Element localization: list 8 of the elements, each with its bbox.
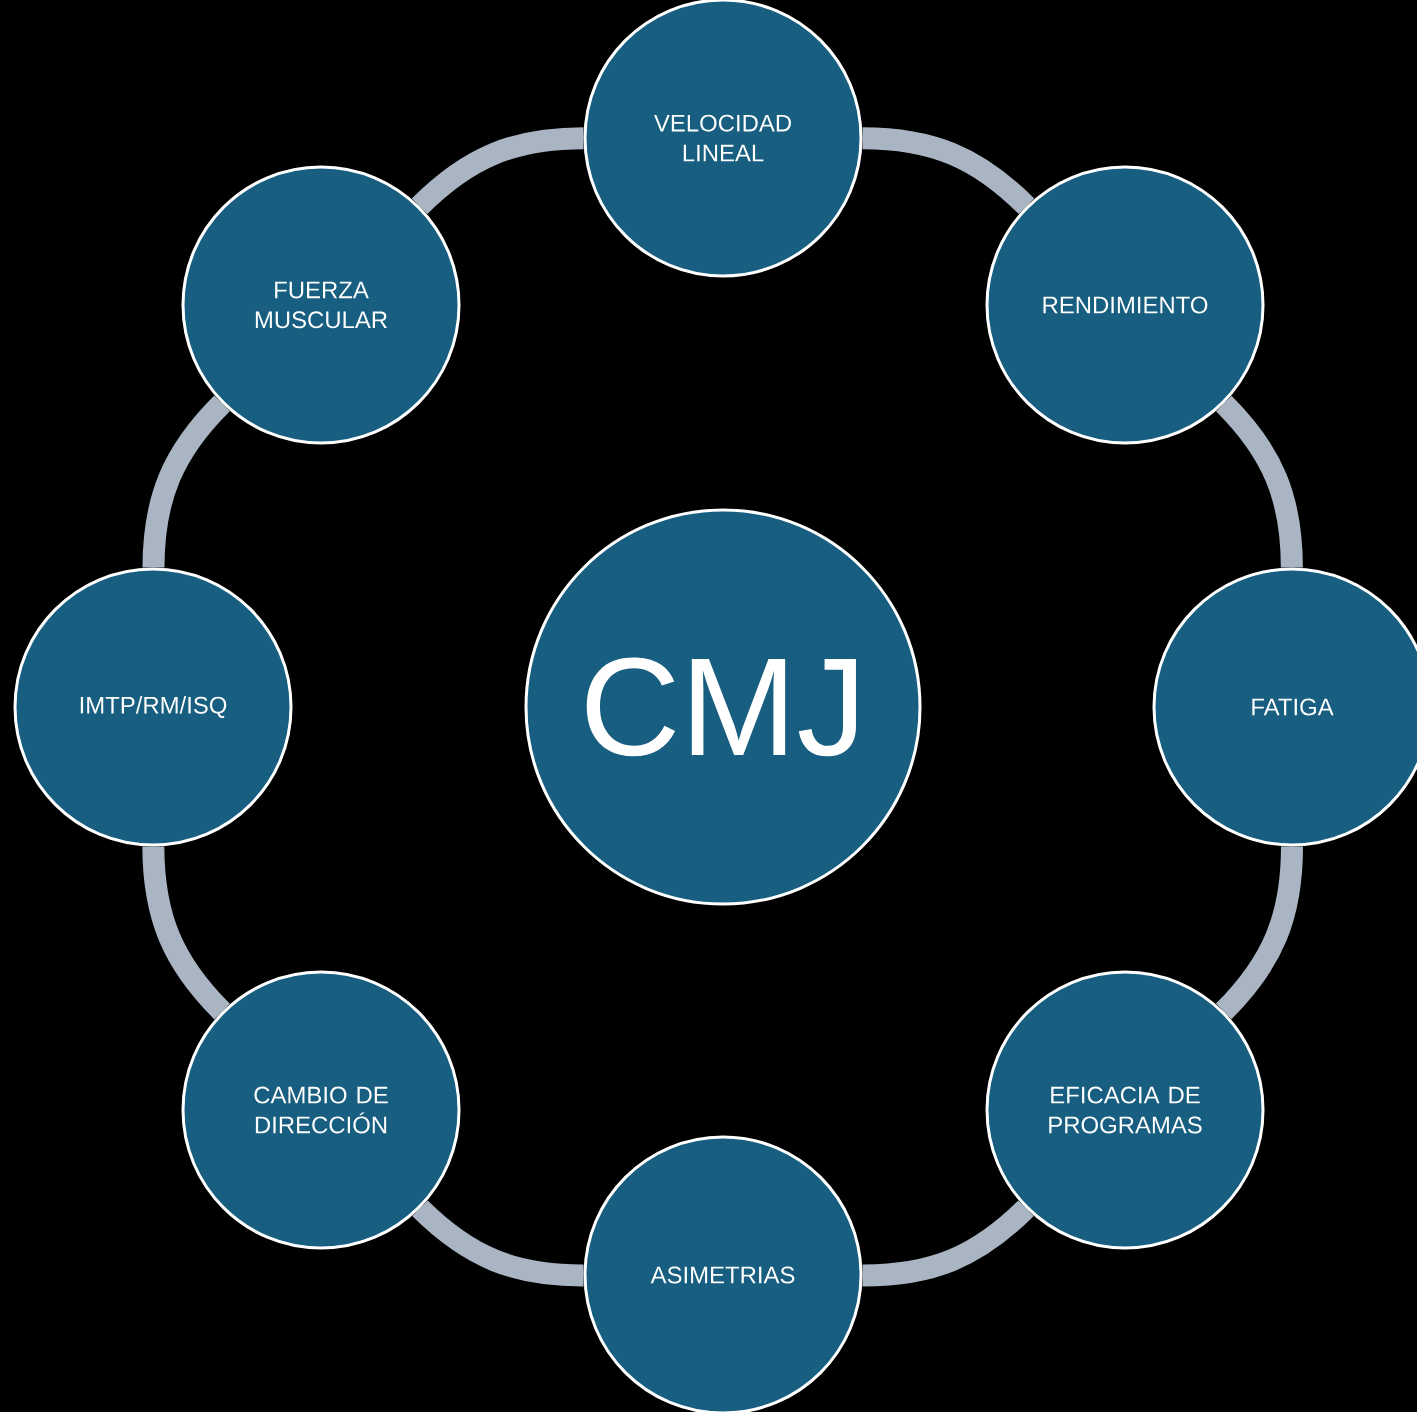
ring-arc <box>1215 846 1303 1019</box>
ring-arc <box>1215 395 1303 568</box>
ring-arc <box>411 127 584 215</box>
ring-arc <box>862 127 1035 215</box>
ring-arc <box>142 846 231 1020</box>
ring-arc <box>862 1200 1034 1287</box>
ring-arc <box>142 395 230 568</box>
ring-arc <box>412 1200 584 1287</box>
